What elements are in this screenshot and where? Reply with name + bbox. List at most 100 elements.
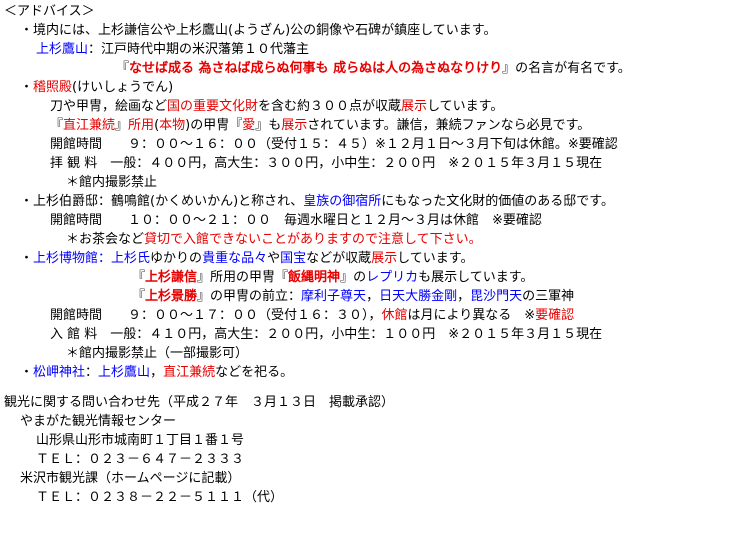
text-segment: ・	[20, 251, 34, 266]
text-segment: 国の重要文化財	[167, 99, 259, 114]
text-segment: 開館時間 ９：００～１６：００（受付１５：４５）※１２月１日～３月下旬は休館。※…	[50, 137, 618, 152]
text-line: 山形県山形市城南町１丁目１番１号	[36, 431, 244, 450]
text-segment: ，	[150, 365, 164, 380]
text-segment: 米沢市観光課（ホームページに記載）	[20, 471, 241, 486]
text-line: ・稽照殿(けいしょうでん)	[20, 78, 173, 97]
text-segment: ・境内には、上杉謙信公や上杉鷹山(ようざん)公の銅像や石碑が鎮座しています。	[20, 23, 497, 38]
text-segment: 展示	[281, 118, 308, 133]
text-segment: 松岬神社	[33, 365, 86, 380]
text-segment: ・	[20, 80, 34, 95]
text-segment: ・	[20, 365, 34, 380]
text-segment: の三軍神	[522, 289, 575, 304]
text-segment: にもなった文化財的価値のある邸です。	[381, 194, 614, 209]
text-segment: されています。謙信，兼続ファンなら必見です。	[307, 118, 591, 133]
text-segment: 』	[115, 118, 129, 133]
text-segment: 『	[132, 270, 146, 285]
text-segment: 』所用の甲冑『	[197, 270, 289, 285]
text-segment: 『	[50, 118, 64, 133]
text-segment: 展示	[401, 99, 428, 114]
text-line: 刀や甲冑，絵画など国の重要文化財を含む約３００点が収蔵展示しています。	[50, 97, 503, 116]
text-segment: 毘沙門天	[470, 289, 523, 304]
text-segment: やまがた観光情報センター	[20, 414, 177, 429]
text-segment: 入 館 料 一般：４１０円，高大生：２００円，小中生：１００円 ※２０１５年３月…	[50, 327, 603, 342]
text-segment: 直江兼続	[163, 365, 216, 380]
text-segment: 皇族の御宿所	[303, 194, 382, 209]
text-line: ・松岬神社：上杉鷹山，直江兼続などを祀る。	[20, 363, 293, 382]
text-segment: ，	[366, 289, 380, 304]
text-line: 入 館 料 一般：４１０円，高大生：２００円，小中生：１００円 ※２０１５年３月…	[50, 325, 602, 344]
text-segment: ＴＥＬ：０２３８－２２－５１１１（代）	[36, 490, 284, 505]
text-segment: 刀や甲冑，絵画など	[50, 99, 168, 114]
text-segment: 愛	[242, 118, 256, 133]
text-segment: 本物	[159, 118, 186, 133]
text-segment: 直江兼続	[63, 118, 116, 133]
text-line: 『上杉景勝』の甲冑の前立：摩利子尊天，日天大勝金剛，毘沙門天の三軍神	[132, 287, 574, 306]
text-line: ・上杉博物館：上杉氏ゆかりの貴重な品々や国宝などが収蔵展示しています。	[20, 249, 473, 268]
text-segment: 貸切で入館できないことがありますので注意して下さい。	[144, 232, 482, 247]
text-segment: 日天大勝金剛	[379, 289, 458, 304]
text-segment: なせば成る 為さねば成らぬ何事も 成らぬは人の為さぬなりけり	[129, 61, 503, 76]
text-segment: ＊お茶会など	[66, 232, 145, 247]
text-segment: 上杉謙信	[145, 270, 198, 285]
text-line: 『直江兼続』所用(本物)の甲冑『愛』も展示されています。謙信，兼続ファンなら必見…	[50, 116, 590, 135]
text-line: ＊館内撮影禁止	[66, 173, 157, 192]
text-line: 開館時間 １０：００～２１：００ 毎週水曜日と１２月～３月は休館 ※要確認	[50, 211, 542, 230]
text-segment: を含む約３００点が収蔵	[258, 99, 402, 114]
text-segment: 所用	[128, 118, 155, 133]
text-segment: 開館時間 １０：００～２１：００ 毎週水曜日と１２月～３月は休館 ※要確認	[50, 213, 542, 228]
text-segment: ＴＥＬ：０２３－６４７－２３３３	[36, 452, 245, 467]
text-segment: 『	[132, 289, 146, 304]
text-line: 開館時間 ９：００～１７：００（受付１６：３０），休館は月により異なる ※要確認	[50, 306, 574, 325]
text-segment: 展示	[371, 251, 398, 266]
text-segment: 貴重な品々	[202, 251, 268, 266]
text-segment: 』の甲冑の前立：	[197, 289, 302, 304]
text-segment: は月により異なる ※	[407, 308, 536, 323]
text-line: ＊館内撮影禁止（一部撮影可）	[66, 344, 248, 363]
text-segment: 摩利子尊天	[301, 289, 367, 304]
text-line: 米沢市観光課（ホームページに記載）	[20, 469, 240, 488]
text-segment: )の甲冑『	[185, 118, 243, 133]
text-segment: などを祀る。	[215, 365, 294, 380]
text-segment: などが収蔵	[306, 251, 372, 266]
text-line: 拝 観 料 一般：４００円，高大生：３００円，小中生：２００円 ※２０１５年３月…	[50, 154, 602, 173]
text-segment: ，	[457, 289, 471, 304]
text-segment: 上杉博物館	[33, 251, 99, 266]
text-line: ＜アドバイス＞	[4, 2, 95, 21]
text-segment: 上杉鷹山	[98, 365, 151, 380]
text-segment: 山形県山形市城南町１丁目１番１号	[36, 433, 245, 448]
text-segment: (けいしょうでん)	[72, 80, 174, 95]
text-segment: 拝 観 料 一般：４００円，高大生：３００円，小中生：２００円 ※２０１５年３月…	[50, 156, 603, 171]
text-segment: ＜アドバイス＞	[4, 4, 95, 19]
text-segment: も展示しています。	[418, 270, 534, 285]
text-segment: 』も	[255, 118, 282, 133]
text-line: やまがた観光情報センター	[20, 412, 176, 431]
text-line: 観光に関する問い合わせ先（平成２７年 ３月１３日 掲載承認）	[4, 393, 394, 412]
text-segment: 国宝	[280, 251, 307, 266]
text-line: 上杉鷹山：江戸時代中期の米沢藩第１０代藩主	[36, 40, 309, 59]
text-segment: 飯縄明神	[288, 270, 341, 285]
text-segment: しています。	[397, 251, 474, 266]
text-segment: 観光に関する問い合わせ先（平成２７年 ３月１３日 掲載承認）	[4, 395, 395, 410]
text-line: 『上杉謙信』所用の甲冑『飯縄明神』のレプリカも展示しています。	[132, 268, 533, 287]
text-segment: 』の名言が有名です。	[502, 61, 631, 76]
text-segment: 開館時間 ９：００～１７：００（受付１６：３０），	[50, 308, 382, 323]
text-segment: 『	[116, 61, 130, 76]
text-line: ・上杉伯爵邸：鶴鳴館(かくめいかん)と称され、皇族の御宿所にもなった文化財的価値…	[20, 192, 614, 211]
text-line: ＴＥＬ：０２３－６４７－２３３３	[36, 450, 244, 469]
text-line: 『なせば成る 為さねば成らぬ何事も 成らぬは人の為さぬなりけり』の名言が有名です…	[116, 59, 631, 78]
text-segment: ：上杉氏	[98, 251, 151, 266]
text-line: ＴＥＬ：０２３８－２２－５１１１（代）	[36, 488, 283, 507]
text-line: ＊お茶会など貸切で入館できないことがありますので注意して下さい。	[66, 230, 482, 249]
text-segment: ＊館内撮影禁止	[66, 175, 158, 190]
text-segment: ＊館内撮影禁止（一部撮影可）	[66, 346, 249, 361]
text-segment: レプリカ	[366, 270, 419, 285]
text-segment: 要確認	[535, 308, 575, 323]
text-line: ・境内には、上杉謙信公や上杉鷹山(ようざん)公の銅像や石碑が鎮座しています。	[20, 21, 496, 40]
text-segment: ：	[85, 365, 99, 380]
text-segment: (	[154, 118, 160, 133]
text-segment: ゆかりの	[150, 251, 203, 266]
text-segment: 稽照殿	[33, 80, 73, 95]
text-segment: ：江戸時代中期の米沢藩第１０代藩主	[88, 42, 310, 57]
text-segment: 上杉鷹山	[36, 42, 89, 57]
text-segment: しています。	[427, 99, 504, 114]
